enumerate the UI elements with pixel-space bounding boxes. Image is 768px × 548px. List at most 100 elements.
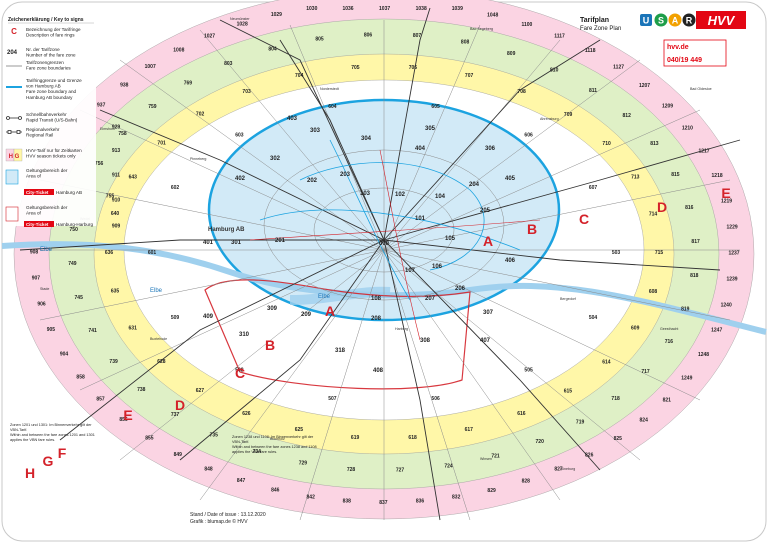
regional-rail-logo	[682, 13, 696, 27]
zone-label: 107	[405, 268, 416, 274]
zone-label: 1240	[721, 302, 732, 308]
ring-letter: A	[483, 233, 493, 249]
zone-label: 734	[253, 449, 262, 455]
zone-label: 703	[242, 89, 251, 95]
station-label: Winsen	[480, 457, 492, 461]
zone-label: 715	[655, 250, 664, 256]
zone-label: 404	[415, 146, 426, 152]
zone-label: 707	[465, 73, 474, 79]
u-bahn-logo	[640, 14, 652, 26]
zone-label: 824	[640, 418, 649, 424]
ring-letter: D	[175, 397, 185, 413]
zone-label: 1209	[662, 103, 673, 109]
zone-label: 769	[184, 80, 193, 86]
station-label: Bergedorf	[560, 297, 576, 301]
ring-letter: E	[721, 185, 730, 201]
zone-label: 741	[88, 328, 97, 334]
header: Tarifplan Fare Zone Plan U S A R HVV hvv…	[580, 11, 746, 67]
zone-label: 1127	[613, 65, 624, 71]
zone-label: 403	[287, 116, 298, 122]
zone-label: 206	[455, 286, 466, 292]
ring-letter: C	[579, 211, 589, 227]
station-label: Norderstedt	[320, 87, 339, 91]
zone-label: 401	[203, 240, 214, 246]
rapid-transit-lines	[259, 139, 521, 301]
zone-label: 713	[631, 174, 640, 180]
zone-label: 755	[106, 193, 115, 199]
zone-label: 628	[157, 359, 166, 365]
rapid-transit-lines-red	[249, 149, 541, 341]
station-labels: Hamburg AB Elbe Elbe Elbe Pinneberg Nord…	[40, 17, 712, 471]
zone-label: 308	[420, 338, 431, 344]
zone-label: 1008	[173, 48, 184, 54]
zone-label: 1249	[681, 375, 692, 381]
zone-label: 1029	[271, 12, 282, 18]
zone-label: 408	[373, 368, 384, 374]
zone-label: 509	[171, 315, 180, 321]
legend-key: H G	[9, 154, 20, 160]
zone-label: 819	[681, 307, 690, 313]
note-text: Zonen 1201 und 1301: Im Binnenverkehr gi…	[10, 423, 95, 442]
zone-label: 608	[649, 289, 658, 295]
zone-label: 809	[507, 51, 516, 57]
ring-letter: E	[123, 407, 132, 423]
note-text: Hamburg AB	[56, 190, 82, 195]
zone-label: 000	[379, 241, 390, 247]
zone-label: 705	[351, 65, 360, 71]
zone-label: 1239	[726, 277, 737, 283]
svg-text:HVV: HVV	[708, 13, 736, 28]
ring-letter: F	[58, 445, 67, 461]
harburg-boundary	[204, 279, 471, 390]
zone-label: 828	[522, 479, 531, 485]
zone-label: 714	[649, 211, 658, 217]
zone-label: 812	[623, 113, 632, 119]
zone-label: 103	[360, 191, 371, 197]
zone-label: 104	[435, 194, 446, 200]
zone-label: 1039	[452, 6, 463, 12]
city-ticket-badge	[24, 189, 54, 195]
station-label: Bad Oldesloe	[690, 87, 712, 91]
zone-label: 402	[235, 176, 246, 182]
zone-label: 1037	[379, 6, 390, 12]
zone-label: 811	[589, 88, 597, 94]
title-en: Fare Zone Plan	[580, 26, 621, 32]
ring-letter: B	[527, 221, 537, 237]
zone-label: 724	[444, 463, 453, 469]
hvv-url[interactable]: hvv.de	[667, 44, 689, 51]
zone-label: 848	[204, 466, 213, 472]
zone-label: 605	[431, 104, 440, 110]
zone-label: 838	[343, 499, 352, 505]
zone-label: 716	[665, 339, 674, 345]
ring-letter: G	[43, 453, 54, 469]
note-mid: Zonen 1238 und 1108: Im Binnenverkehr gi…	[232, 435, 317, 454]
zone-label: 203	[340, 172, 351, 178]
zone-label: 105	[445, 236, 456, 242]
zone-label: 806	[364, 32, 373, 38]
station-label: Elmshorn	[100, 127, 115, 131]
zone-label: 856	[119, 417, 128, 423]
zone-label: 817	[691, 239, 700, 245]
zone-label: 729	[299, 461, 308, 467]
zone-label: 1229	[727, 224, 738, 230]
zone-label: 205	[480, 208, 491, 214]
zone-label: 618	[408, 435, 417, 441]
ring-letter: B	[265, 337, 275, 353]
svg-text:U: U	[643, 16, 650, 26]
zone-label: 738	[137, 387, 146, 393]
zone-label: 505	[524, 367, 533, 373]
zone-label: 108	[371, 296, 382, 302]
zone-label: 728	[347, 467, 356, 473]
station-label: Stade	[40, 287, 49, 291]
zone-label: 907	[32, 276, 41, 282]
zone-label: 1237	[728, 250, 739, 256]
zone-label: 938	[120, 82, 129, 88]
zone-label: 304	[361, 136, 372, 142]
zone-label: 816	[685, 205, 694, 211]
zone-label: 625	[295, 427, 304, 433]
zone-label: 836	[416, 499, 425, 505]
